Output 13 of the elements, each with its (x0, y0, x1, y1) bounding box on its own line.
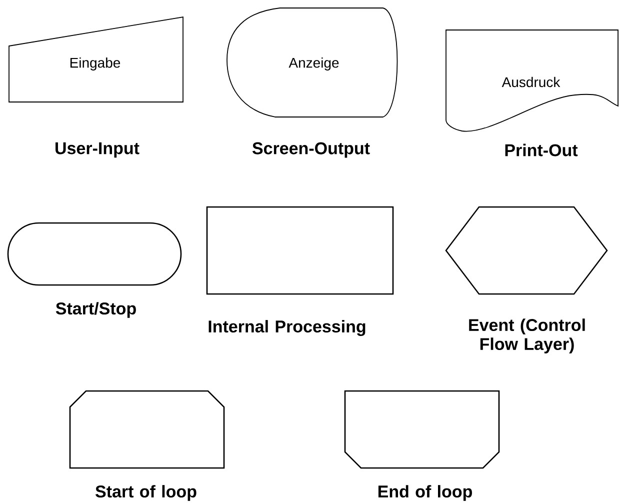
shape-caption: Start of loop (96, 485, 196, 501)
loop-start-shape (69, 390, 225, 469)
shape-caption: Event (Control Flow Layer) (469, 318, 585, 354)
shape-caption: User-Input (56, 142, 140, 158)
process-box (206, 206, 394, 295)
shape-caption: Internal Processing (208, 320, 366, 336)
shape-caption: Start/Stop (56, 302, 136, 318)
hexagon-shape (445, 206, 608, 295)
shape-caption: End of loop (378, 485, 472, 501)
shape-caption: Screen-Output (252, 142, 370, 158)
terminal-shape (7, 222, 182, 286)
loop-end-shape (344, 390, 500, 469)
shape-caption: Print-Out (505, 144, 578, 156)
